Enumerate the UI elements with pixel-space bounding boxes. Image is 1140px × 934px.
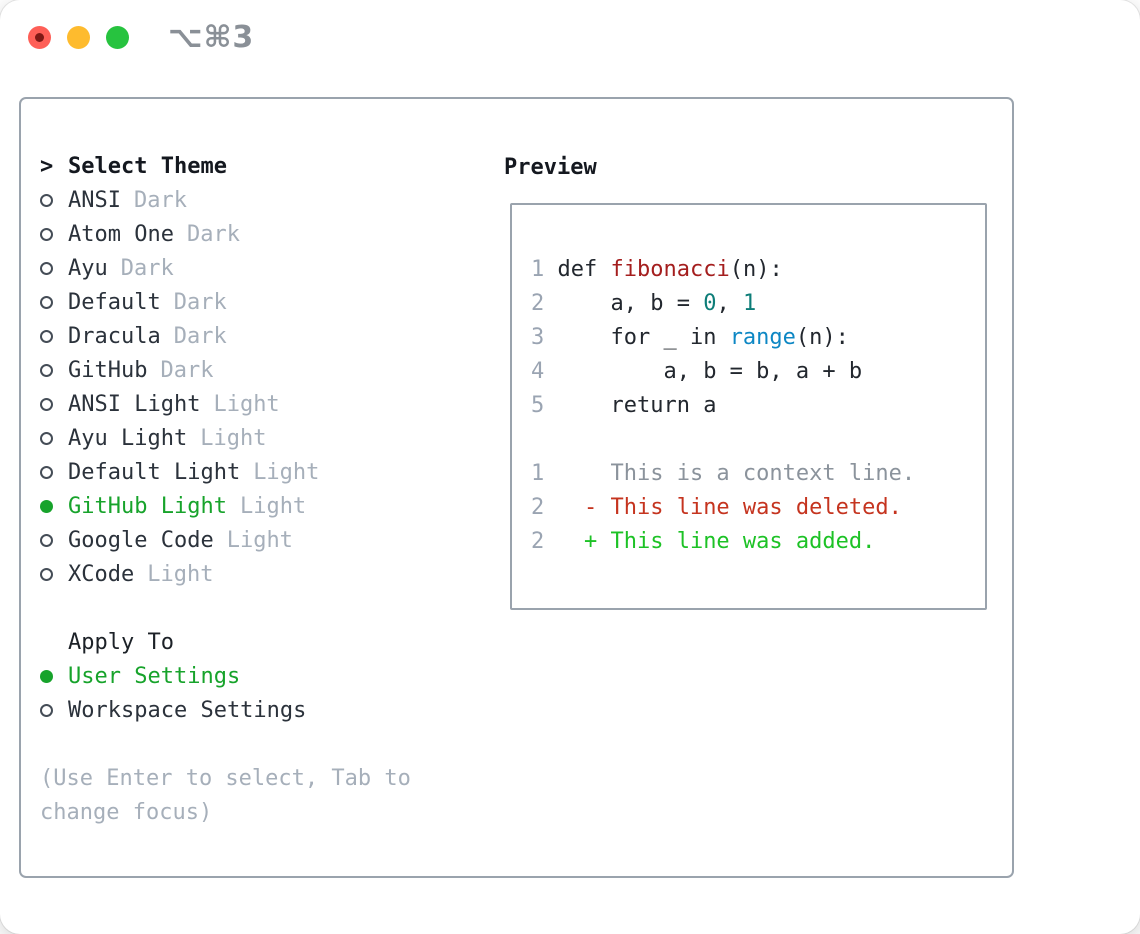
code-line: 4 a, b = b, a + b: [531, 359, 863, 384]
theme-picker-panel: > Select Theme ANSI Dark Atom One Dark A…: [19, 97, 1014, 878]
diff-context-line: 1 This is a context line.: [531, 461, 916, 486]
code-line: 1 def fibonacci(n):: [531, 257, 783, 282]
function-name: fibonacci: [610, 257, 730, 282]
theme-tag: Dark: [133, 187, 187, 213]
radio-icon: [40, 703, 53, 717]
theme-option-dracula-dark[interactable]: Dracula Dark: [40, 319, 411, 353]
code-line: 5 return a: [531, 393, 717, 418]
select-theme-header: > Select Theme: [40, 149, 411, 183]
preview-pane: 1 def fibonacci(n): 2 a, b = 0, 1 3 for …: [510, 203, 987, 610]
apply-to-title: Apply To: [68, 629, 174, 655]
theme-name: Dracula: [68, 323, 161, 349]
theme-tag: Dark: [120, 255, 174, 281]
theme-option-github-dark[interactable]: GitHub Dark: [40, 353, 411, 387]
theme-name: XCode: [68, 561, 135, 587]
apply-option-label: Workspace Settings: [68, 697, 307, 723]
theme-tag: Light: [239, 493, 307, 519]
keyboard-hint-line1: (Use Enter to select, Tab to: [40, 765, 411, 791]
apply-option-workspace-settings[interactable]: Workspace Settings: [40, 693, 411, 727]
radio-selected-icon: [40, 669, 53, 683]
theme-option-default-dark[interactable]: Default Dark: [40, 285, 411, 319]
theme-tag: Dark: [173, 289, 227, 315]
theme-option-default-light[interactable]: Default Light Light: [40, 455, 411, 489]
theme-list: > Select Theme ANSI Dark Atom One Dark A…: [40, 149, 411, 829]
theme-option-ayu-light[interactable]: Ayu Light Light: [40, 421, 411, 455]
theme-name: Default: [68, 289, 161, 315]
title-bar: ⌥⌘3: [0, 0, 1140, 74]
radio-icon: [40, 465, 53, 479]
theme-tag: Light: [147, 561, 214, 587]
apply-option-user-settings[interactable]: User Settings: [40, 659, 411, 693]
theme-name: ANSI: [68, 187, 121, 213]
theme-tag: Dark: [173, 323, 227, 349]
radio-icon: [40, 431, 53, 445]
theme-name: Ayu Light: [68, 425, 188, 451]
theme-name: Ayu: [68, 255, 108, 281]
select-theme-title: Select Theme: [68, 153, 227, 179]
close-icon[interactable]: [28, 26, 51, 49]
theme-tag: Light: [200, 425, 267, 451]
theme-tag: Light: [213, 391, 280, 417]
radio-icon: [40, 227, 53, 241]
theme-name: GitHub Light: [68, 493, 227, 519]
diff-deleted-line: 2 - This line was deleted.: [531, 495, 902, 520]
theme-tag: Dark: [186, 221, 240, 247]
radio-selected-icon: [40, 499, 53, 513]
theme-option-atom-one-dark[interactable]: Atom One Dark: [40, 217, 411, 251]
radio-icon: [40, 567, 53, 581]
radio-icon: [40, 397, 53, 411]
blank-line: [531, 423, 985, 457]
prompt-caret: >: [40, 153, 54, 179]
diff-added-line: 2 + This line was added.: [531, 529, 876, 554]
theme-option-ayu-dark[interactable]: Ayu Dark: [40, 251, 411, 285]
apply-to-header: Apply To: [40, 625, 411, 659]
keyboard-hint-line2: change focus): [40, 799, 213, 825]
spacer-row: [40, 591, 411, 625]
spacer-row: [40, 727, 411, 761]
theme-option-google-code[interactable]: Google Code Light: [40, 523, 411, 557]
number-literal: 0: [703, 291, 717, 316]
minimize-icon[interactable]: [67, 26, 90, 49]
theme-name: Atom One: [68, 221, 174, 247]
theme-name: Google Code: [68, 527, 214, 553]
theme-tag: Dark: [160, 357, 214, 383]
apply-option-label: User Settings: [68, 663, 241, 689]
preview-title: Preview: [504, 155, 597, 180]
theme-option-github-light[interactable]: GitHub Light Light: [40, 489, 411, 523]
number-literal: 1: [742, 291, 757, 316]
theme-name: Default Light: [68, 459, 241, 485]
radio-icon: [40, 533, 53, 547]
builtin-name: range: [729, 325, 796, 350]
theme-option-ansi-dark[interactable]: ANSI Dark: [40, 183, 411, 217]
radio-icon: [40, 295, 53, 309]
theme-tag: Light: [226, 527, 293, 553]
radio-icon: [40, 363, 53, 377]
theme-tag: Light: [253, 459, 320, 485]
theme-name: GitHub: [68, 357, 148, 383]
theme-option-ansi-light[interactable]: ANSI Light Light: [40, 387, 411, 421]
zoom-icon[interactable]: [106, 26, 129, 49]
theme-option-xcode[interactable]: XCode Light: [40, 557, 411, 591]
window-title: ⌥⌘3: [168, 20, 255, 55]
theme-name: ANSI Light: [68, 391, 201, 417]
radio-icon: [40, 193, 53, 207]
radio-icon: [40, 329, 53, 343]
code-line: 2 a, b = 0, 1: [531, 291, 757, 316]
code-line: 3 for _ in range(n):: [531, 325, 849, 350]
radio-icon: [40, 261, 53, 275]
